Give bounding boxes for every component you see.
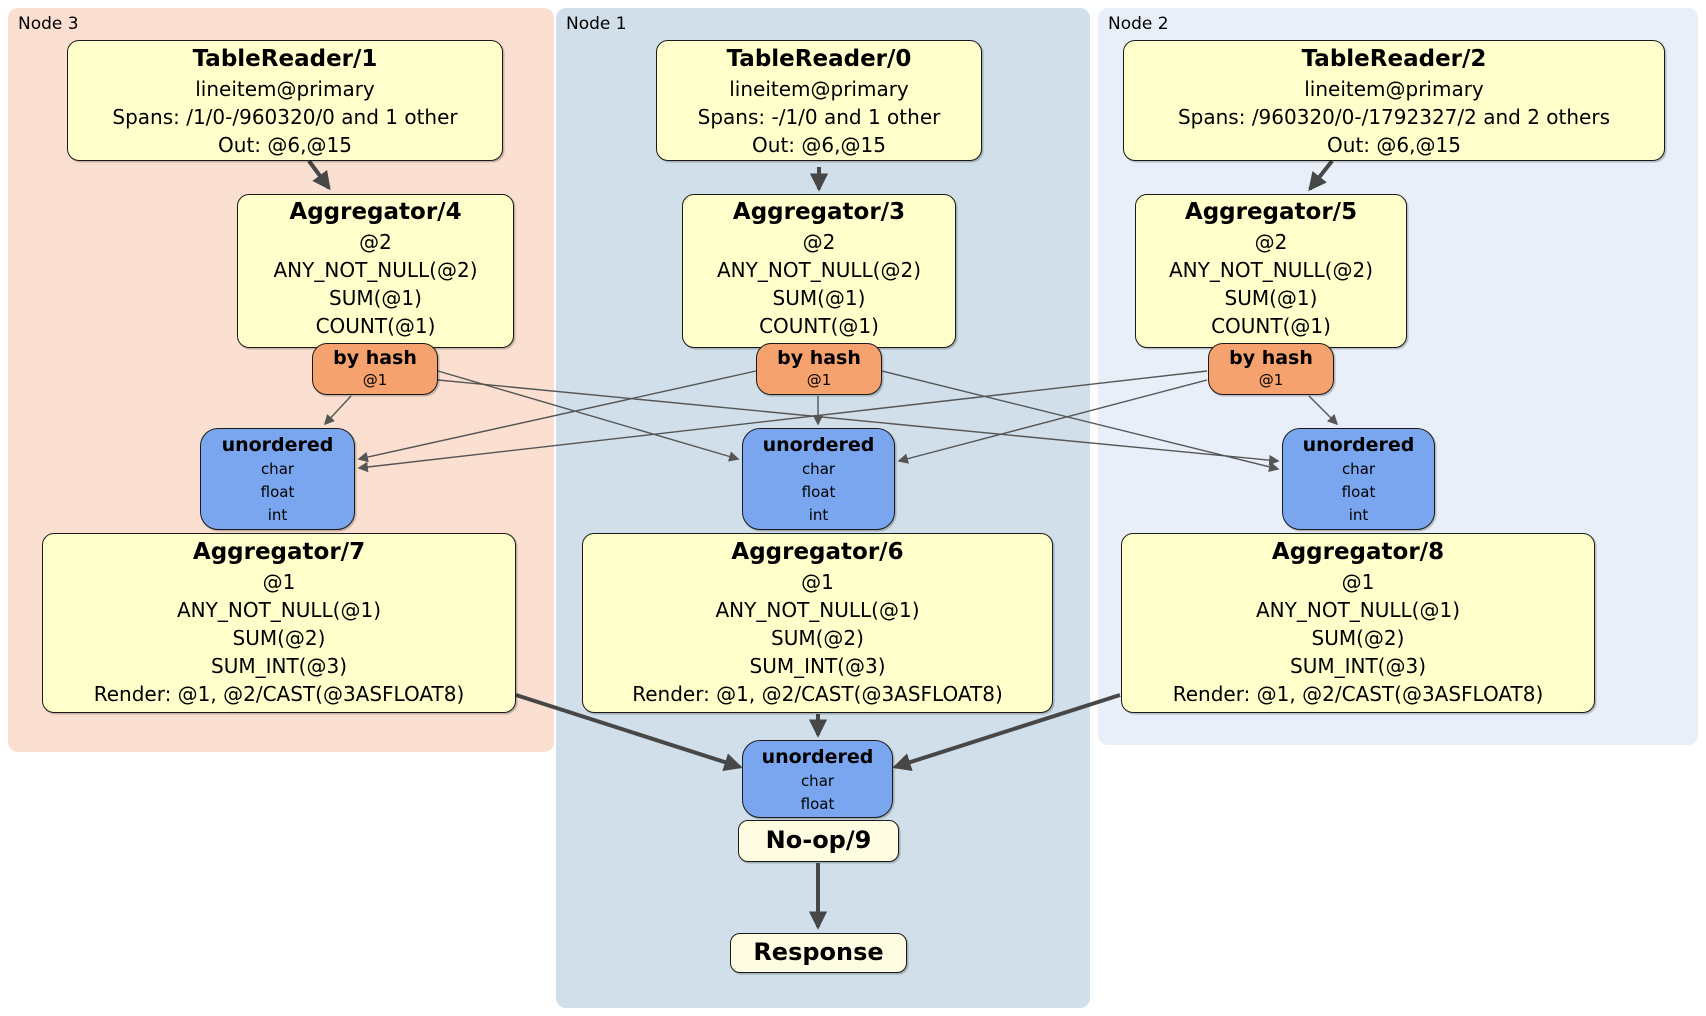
processor-detail: ANY_NOT_NULL(@1) (177, 598, 381, 622)
processor-title: Aggregator/5 (1184, 199, 1358, 225)
processor-title: Aggregator/3 (732, 199, 906, 225)
processor-detail: Spans: -/1/0 and 1 other (697, 105, 941, 129)
processor-detail: COUNT(@1) (1211, 314, 1331, 338)
router-title: by hash (777, 347, 861, 369)
processor-title: TableReader/0 (726, 46, 912, 72)
processor-detail: SUM(@2) (232, 626, 326, 650)
processor-aggregator-6: Aggregator/6 @1 ANY_NOT_NULL(@1) SUM(@2)… (582, 533, 1053, 713)
processor-detail: SUM(@1) (329, 286, 422, 310)
sync-unordered-node2: unordered char float int (1282, 428, 1435, 530)
sync-type: int (1348, 506, 1369, 524)
router-by-hash-node3: by hash @1 (312, 343, 438, 395)
processor-detail: @1 (801, 570, 834, 594)
processor-detail: @2 (1254, 230, 1288, 254)
processor-title: No-op/9 (765, 826, 872, 854)
processor-detail: SUM(@2) (1311, 626, 1405, 650)
processor-title: Response (753, 938, 884, 966)
router-detail: @1 (1258, 371, 1284, 389)
processor-detail: SUM(@1) (1224, 286, 1318, 310)
sync-type: float (1341, 483, 1376, 501)
processor-aggregator-5: Aggregator/5 @2 ANY_NOT_NULL(@2) SUM(@1)… (1135, 194, 1407, 348)
processor-detail: ANY_NOT_NULL(@2) (273, 258, 478, 282)
router-title: by hash (333, 347, 417, 369)
processor-aggregator-3: Aggregator/3 @2 ANY_NOT_NULL(@2) SUM(@1)… (682, 194, 956, 348)
region-node1-label: Node 1 (566, 14, 627, 34)
processor-noop: No-op/9 (738, 820, 899, 862)
processor-detail: lineitem@primary (195, 77, 375, 101)
sync-unordered-node1: unordered char float int (742, 428, 895, 530)
processor-detail: @1 (262, 570, 296, 594)
processor-detail: @2 (359, 230, 392, 254)
router-detail: @1 (806, 371, 832, 389)
processor-detail: @2 (802, 230, 836, 254)
processor-detail: ANY_NOT_NULL(@2) (717, 258, 921, 282)
processor-detail: Out: @6,@15 (1327, 133, 1461, 157)
sync-type: char (1341, 460, 1376, 478)
processor-detail: @1 (1341, 570, 1375, 594)
processor-detail: Out: @6,@15 (218, 133, 352, 157)
sync-title: unordered (1302, 434, 1415, 456)
processor-detail: SUM_INT(@3) (1290, 654, 1426, 678)
processor-title: Aggregator/7 (192, 539, 366, 565)
processor-tablereader-1: TableReader/1 lineitem@primary Spans: /1… (67, 40, 503, 161)
processor-title: Aggregator/6 (731, 539, 904, 565)
processor-detail: Spans: /1/0-/960320/0 and 1 other (112, 105, 458, 129)
sync-type: int (267, 506, 288, 524)
sync-type: char (801, 460, 836, 478)
sync-unordered-final: unordered char float (742, 740, 893, 818)
processor-detail: SUM(@2) (771, 626, 864, 650)
sync-type: int (808, 506, 829, 524)
region-node3-label: Node 3 (18, 14, 79, 34)
processor-detail: ANY_NOT_NULL(@1) (1256, 598, 1460, 622)
region-node2-label: Node 2 (1108, 14, 1169, 34)
processor-tablereader-0: TableReader/0 lineitem@primary Spans: -/… (656, 40, 982, 161)
processor-detail: Spans: /960320/0-/1792327/2 and 2 others (1177, 105, 1610, 129)
processor-response: Response (730, 933, 907, 973)
processor-detail: COUNT(@1) (759, 314, 879, 338)
processor-aggregator-4: Aggregator/4 @2 ANY_NOT_NULL(@2) SUM(@1)… (237, 194, 514, 348)
processor-detail: lineitem@primary (1304, 77, 1484, 101)
sync-title: unordered (221, 434, 334, 456)
router-detail: @1 (362, 371, 388, 389)
processor-title: Aggregator/8 (1271, 539, 1445, 565)
processor-detail: Render: @1, @2/CAST(@3ASFLOAT8) (1172, 682, 1544, 706)
processor-detail: lineitem@primary (729, 77, 909, 101)
sync-type: float (260, 483, 295, 501)
sync-unordered-node3: unordered char float int (200, 428, 355, 530)
processor-tablereader-2: TableReader/2 lineitem@primary Spans: /9… (1123, 40, 1665, 161)
processor-detail: Render: @1, @2/CAST(@3ASFLOAT8) (632, 682, 1003, 706)
sync-title: unordered (762, 434, 875, 456)
processor-detail: Render: @1, @2/CAST(@3ASFLOAT8) (93, 682, 465, 706)
router-by-hash-node1: by hash @1 (756, 343, 882, 395)
sync-type: char (260, 460, 295, 478)
processor-title: TableReader/2 (1301, 46, 1487, 72)
processor-detail: ANY_NOT_NULL(@2) (1169, 258, 1373, 282)
processor-title: Aggregator/4 (289, 199, 462, 225)
processor-title: TableReader/1 (192, 46, 378, 72)
processor-detail: COUNT(@1) (315, 314, 436, 338)
processor-detail: ANY_NOT_NULL(@1) (715, 598, 920, 622)
router-title: by hash (1229, 347, 1313, 369)
sync-title: unordered (761, 746, 874, 768)
processor-aggregator-8: Aggregator/8 @1 ANY_NOT_NULL(@1) SUM(@2)… (1121, 533, 1595, 713)
router-by-hash-node2: by hash @1 (1208, 343, 1334, 395)
sync-type: float (800, 795, 835, 813)
processor-detail: SUM_INT(@3) (211, 654, 347, 678)
sync-type: char (800, 772, 835, 790)
processor-aggregator-7: Aggregator/7 @1 ANY_NOT_NULL(@1) SUM(@2)… (42, 533, 516, 713)
sync-type: float (801, 483, 836, 501)
processor-detail: SUM(@1) (772, 286, 866, 310)
processor-detail: Out: @6,@15 (752, 133, 886, 157)
processor-detail: SUM_INT(@3) (749, 654, 886, 678)
